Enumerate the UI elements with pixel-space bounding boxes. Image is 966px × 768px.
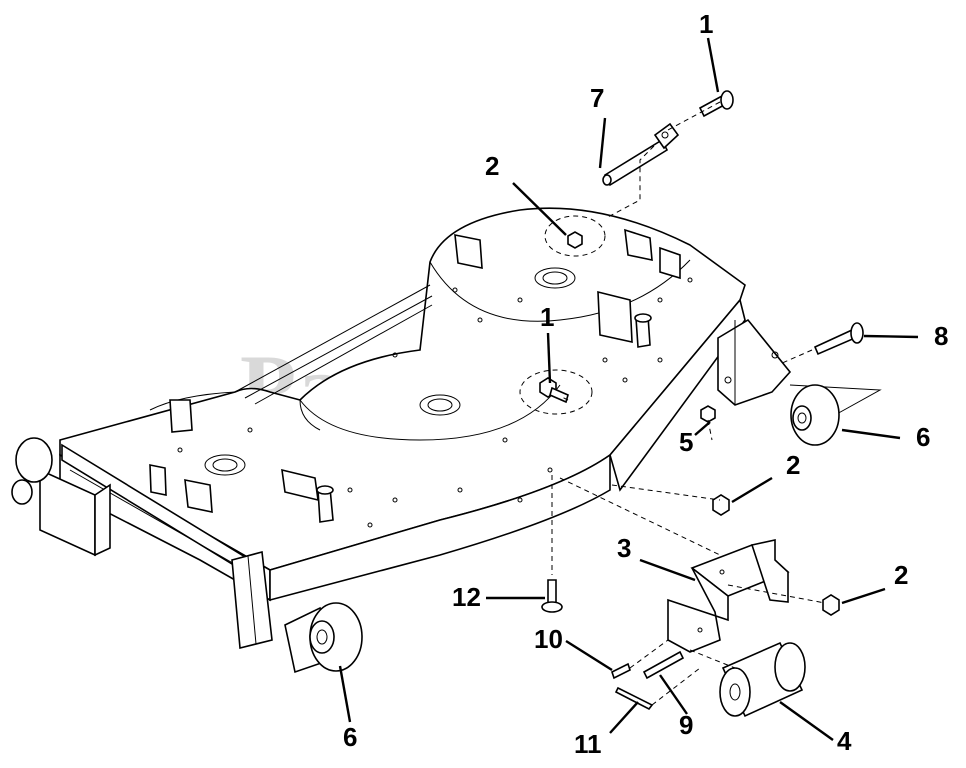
right-hanger-bracket xyxy=(717,318,792,406)
left-hanger-bracket xyxy=(231,550,273,650)
callout-labels: 1 7 2 1 8 6 5 2 3 2 12 10 11 9 4 6 xyxy=(343,9,948,759)
cotter-pin-11 xyxy=(614,686,654,711)
callout-part-9: 9 xyxy=(679,710,693,740)
callout-part-1-top: 1 xyxy=(699,9,713,39)
left-gauge-wheel xyxy=(11,437,53,505)
callout-part-5: 5 xyxy=(679,427,693,457)
gauge-wheel-rear xyxy=(789,384,882,446)
nut-2-middle xyxy=(712,494,730,516)
bolt-10 xyxy=(611,662,631,680)
callout-part-12: 12 xyxy=(452,582,481,612)
callout-part-2-top: 2 xyxy=(485,151,499,181)
shaft-9 xyxy=(642,650,685,680)
callout-part-6-front: 6 xyxy=(343,722,357,752)
callout-part-11: 11 xyxy=(574,729,602,759)
gauge-wheel-front xyxy=(284,602,363,674)
callout-part-1-middle: 1 xyxy=(540,302,554,332)
nut-2-right xyxy=(822,594,840,616)
roller-4 xyxy=(719,641,806,718)
bracket-3 xyxy=(667,539,790,653)
nut-2-top xyxy=(567,231,583,249)
callout-part-3: 3 xyxy=(617,533,631,563)
nut-5 xyxy=(700,405,716,423)
mower-deck xyxy=(39,207,746,602)
callout-part-4: 4 xyxy=(837,726,852,756)
callout-part-2-middle: 2 xyxy=(786,450,800,480)
callout-part-7: 7 xyxy=(590,83,604,113)
callout-leaders xyxy=(338,37,919,741)
bolt-12 xyxy=(541,579,563,613)
bolt-1-middle xyxy=(539,377,569,404)
bolt-1-top xyxy=(698,90,734,118)
bolt-8 xyxy=(813,322,864,356)
callout-part-8: 8 xyxy=(934,321,948,351)
callout-part-2-right: 2 xyxy=(894,560,908,590)
pin-7 xyxy=(602,122,680,187)
callout-part-6-rear: 6 xyxy=(916,422,930,452)
callout-part-10: 10 xyxy=(534,624,563,654)
